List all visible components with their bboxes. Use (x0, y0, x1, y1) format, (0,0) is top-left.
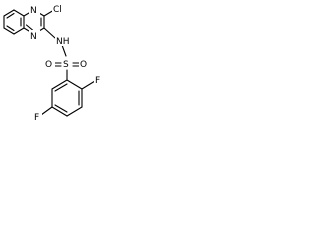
atom-s: S (63, 60, 69, 70)
atom-n-top: N (30, 6, 37, 16)
atom-n-bottom: N (30, 32, 37, 42)
nh-s-bond (61, 44, 67, 57)
atom-nh: NH (56, 37, 70, 47)
atom-cl: Cl (53, 5, 62, 15)
chemical-structure: N Cl N NH S O O F F (3, 3, 103, 123)
c-f-top-bond (81, 80, 96, 90)
atom-o-left: O (45, 60, 52, 70)
c-f-bottom-bond (40, 106, 53, 116)
atom-f-top: F (95, 76, 100, 86)
difluorophenyl-ring (51, 79, 83, 117)
benzo-ring (3, 9, 25, 35)
c-nh-bond (43, 27, 56, 39)
atom-f-bottom: F (34, 113, 39, 123)
atom-o-right: O (80, 60, 87, 70)
